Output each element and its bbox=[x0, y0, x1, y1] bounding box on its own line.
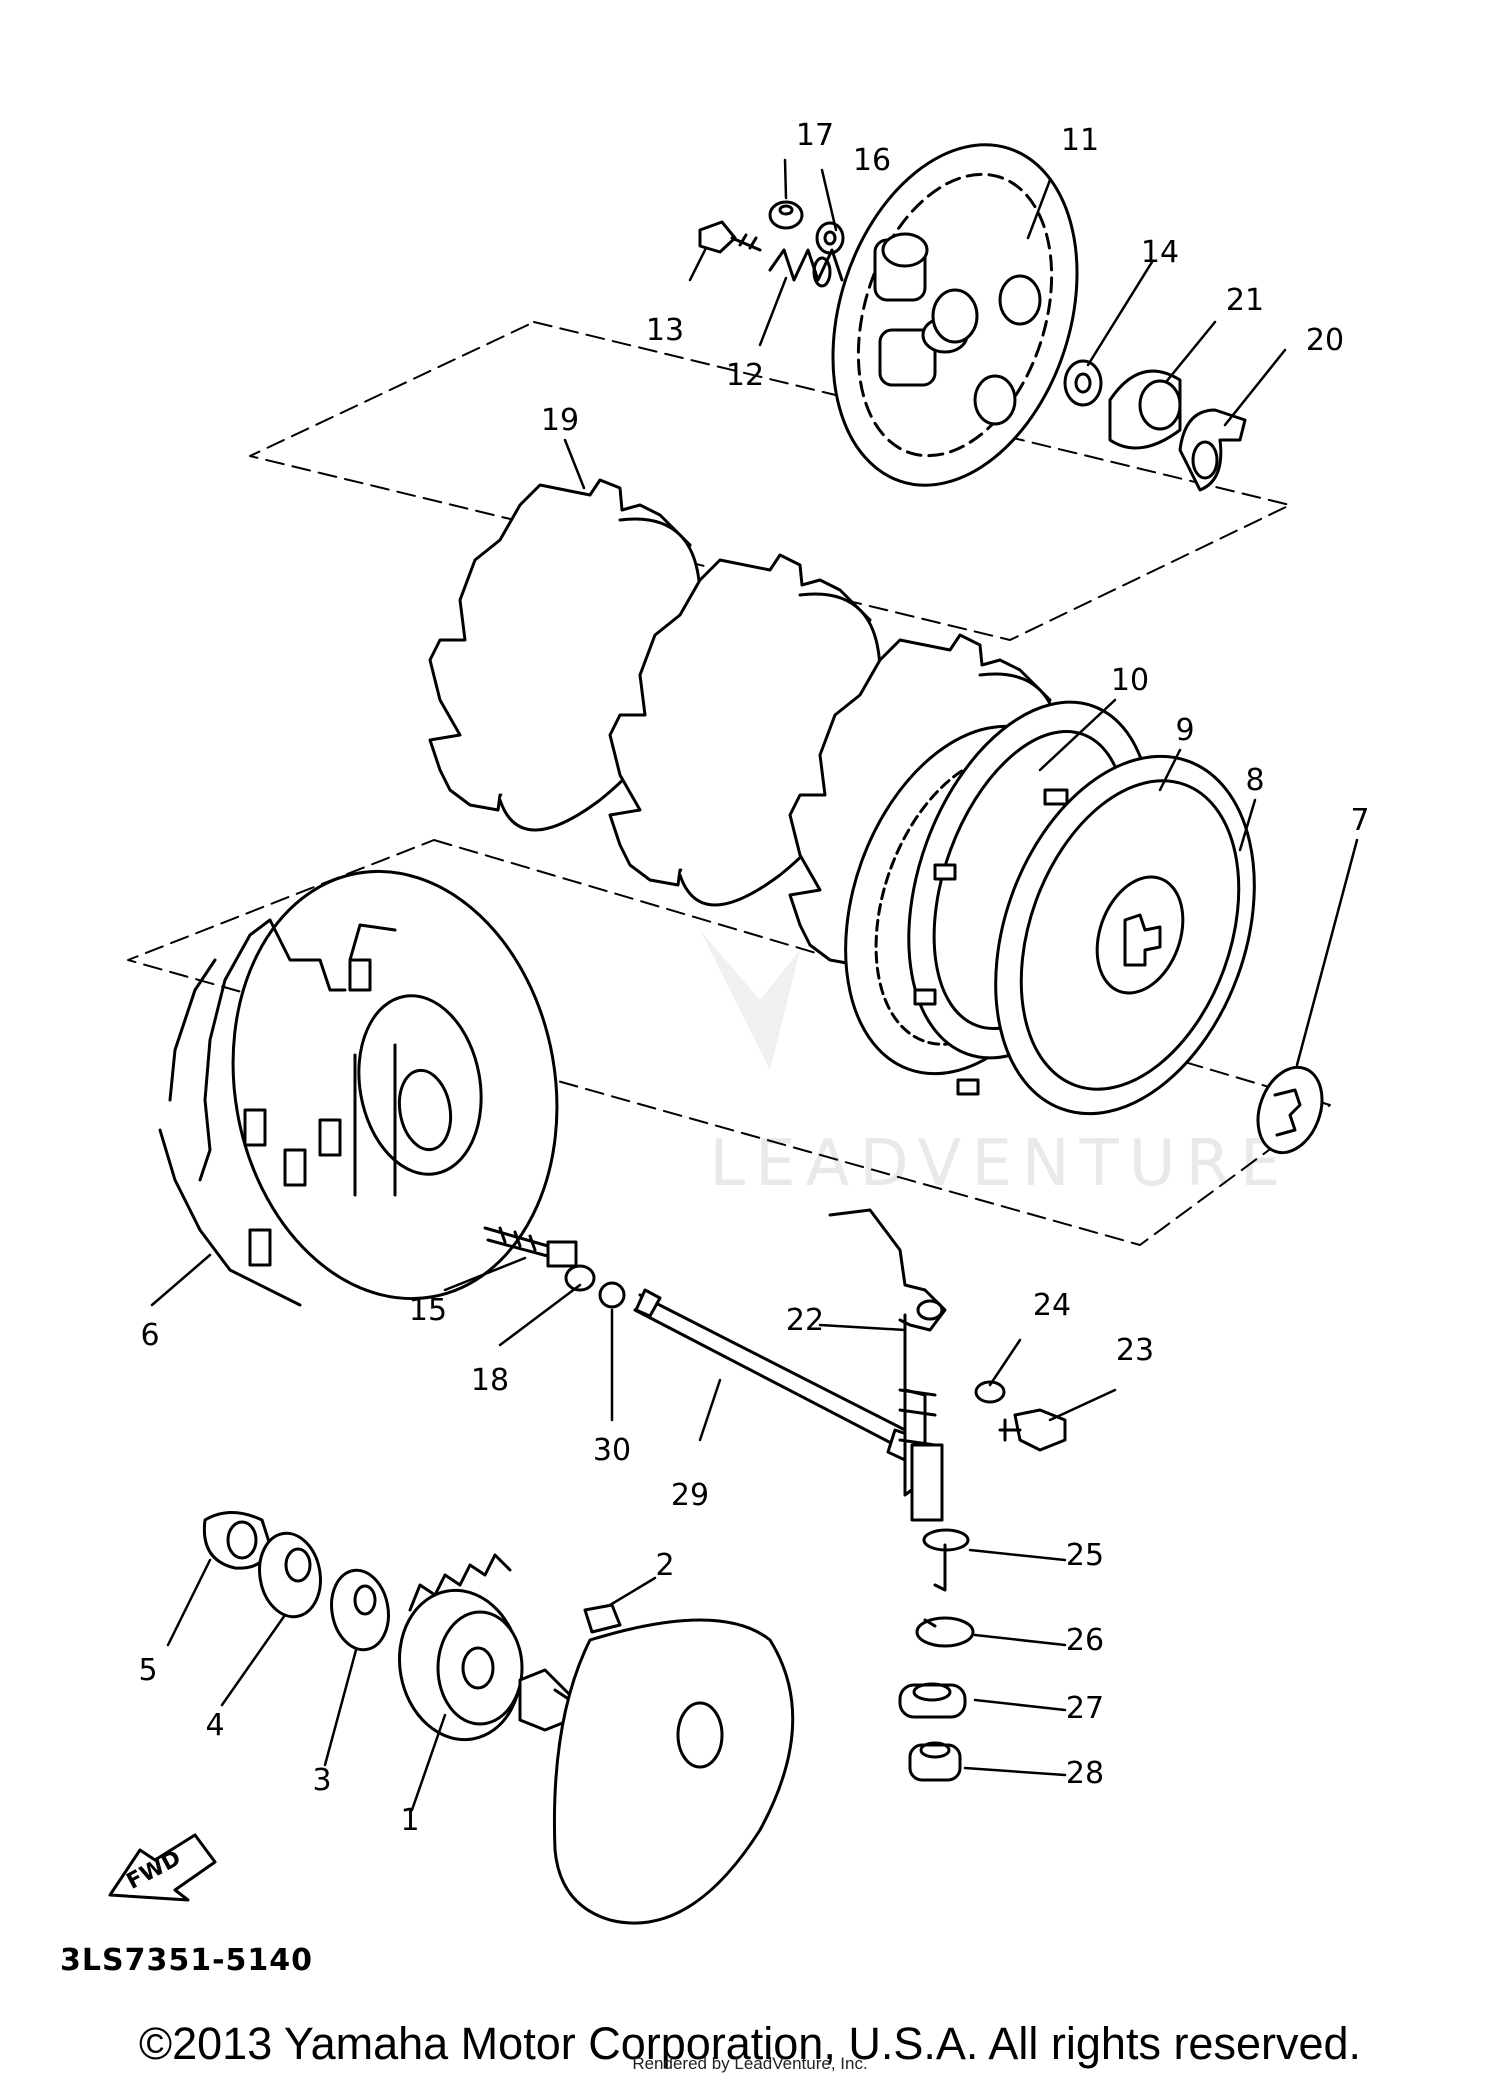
callout-5: 5 bbox=[138, 1653, 157, 1688]
copyright-notice: ©2013 Yamaha Motor Corporation, U.S.A. A… bbox=[138, 2018, 1362, 2069]
callout-labels: 1 2 3 4 5 6 7 8 9 10 11 12 13 14 15 16 1… bbox=[138, 118, 1369, 1838]
callout-4: 4 bbox=[205, 1708, 224, 1743]
pressure-plate bbox=[831, 143, 1079, 487]
leader-lines bbox=[150, 158, 1359, 1812]
washer-24 bbox=[974, 1380, 1006, 1404]
spring-25 bbox=[922, 1528, 970, 1592]
callout-2: 2 bbox=[655, 1548, 674, 1583]
callout-13: 13 bbox=[646, 313, 684, 348]
rendered-by-note: Rendered by LeadVenture, Inc. bbox=[632, 2054, 868, 2073]
callout-22: 22 bbox=[786, 1303, 824, 1338]
callout-7: 7 bbox=[1350, 803, 1369, 838]
callout-3: 3 bbox=[312, 1763, 331, 1798]
bush-28 bbox=[908, 1741, 962, 1782]
exploded-parts-diagram: LEADVENTURE bbox=[60, 118, 1370, 1978]
push-lever-22 bbox=[828, 1208, 947, 1522]
callout-29: 29 bbox=[671, 1478, 709, 1513]
callout-6: 6 bbox=[140, 1318, 159, 1353]
circlip-26 bbox=[915, 1616, 975, 1648]
primary-gear-1 bbox=[397, 1553, 524, 1742]
bolt-13 bbox=[698, 220, 762, 254]
bearing-27 bbox=[898, 1682, 967, 1719]
callout-14: 14 bbox=[1141, 235, 1179, 270]
washer-3 bbox=[330, 1568, 390, 1652]
callout-19: 19 bbox=[541, 403, 579, 438]
callout-25: 25 bbox=[1066, 1538, 1104, 1573]
callout-11: 11 bbox=[1061, 123, 1099, 158]
nut-21 bbox=[1108, 369, 1182, 450]
oil-seal-18 bbox=[564, 1264, 596, 1292]
callout-24: 24 bbox=[1033, 1288, 1071, 1323]
circlip-7 bbox=[1256, 1065, 1324, 1155]
callout-23: 23 bbox=[1116, 1333, 1154, 1368]
push-rod-29 bbox=[633, 1288, 917, 1462]
callout-9: 9 bbox=[1175, 713, 1194, 748]
diagram-code: 3LS7351-5140 bbox=[60, 1943, 313, 1978]
callout-20: 20 bbox=[1306, 323, 1344, 358]
watermark-text: LEADVENTURE bbox=[710, 1127, 1291, 1201]
lock-washer-20 bbox=[1178, 408, 1247, 492]
callout-26: 26 bbox=[1066, 1623, 1104, 1658]
callout-28: 28 bbox=[1066, 1756, 1104, 1791]
assembly-plane-upper bbox=[249, 321, 1291, 641]
push-rod-15 bbox=[483, 1226, 578, 1268]
callout-10: 10 bbox=[1111, 663, 1149, 698]
bolt-23 bbox=[998, 1408, 1067, 1452]
callout-17: 17 bbox=[796, 118, 834, 153]
key-2 bbox=[583, 1603, 622, 1634]
spring-12 bbox=[768, 248, 844, 288]
crankshaft bbox=[518, 1618, 795, 1925]
lock-washer-4 bbox=[258, 1531, 322, 1619]
washer-14 bbox=[1063, 359, 1103, 407]
callout-15: 15 bbox=[409, 1293, 447, 1328]
callout-12: 12 bbox=[726, 358, 764, 393]
callout-21: 21 bbox=[1226, 283, 1264, 318]
callout-1: 1 bbox=[400, 1803, 419, 1838]
washer-16 bbox=[815, 221, 845, 255]
watermark: LEADVENTURE bbox=[700, 930, 1291, 1201]
callout-27: 27 bbox=[1066, 1691, 1104, 1726]
ball-30 bbox=[598, 1281, 626, 1309]
fwd-arrow-icon: FWD bbox=[108, 1833, 217, 1902]
callout-18: 18 bbox=[471, 1363, 509, 1398]
callout-30: 30 bbox=[593, 1433, 631, 1468]
clutch-housing-6 bbox=[158, 869, 559, 1307]
primary-plate-8 bbox=[994, 754, 1256, 1116]
callout-16: 16 bbox=[853, 143, 891, 178]
nut-17 bbox=[768, 200, 804, 230]
callout-8: 8 bbox=[1245, 763, 1264, 798]
